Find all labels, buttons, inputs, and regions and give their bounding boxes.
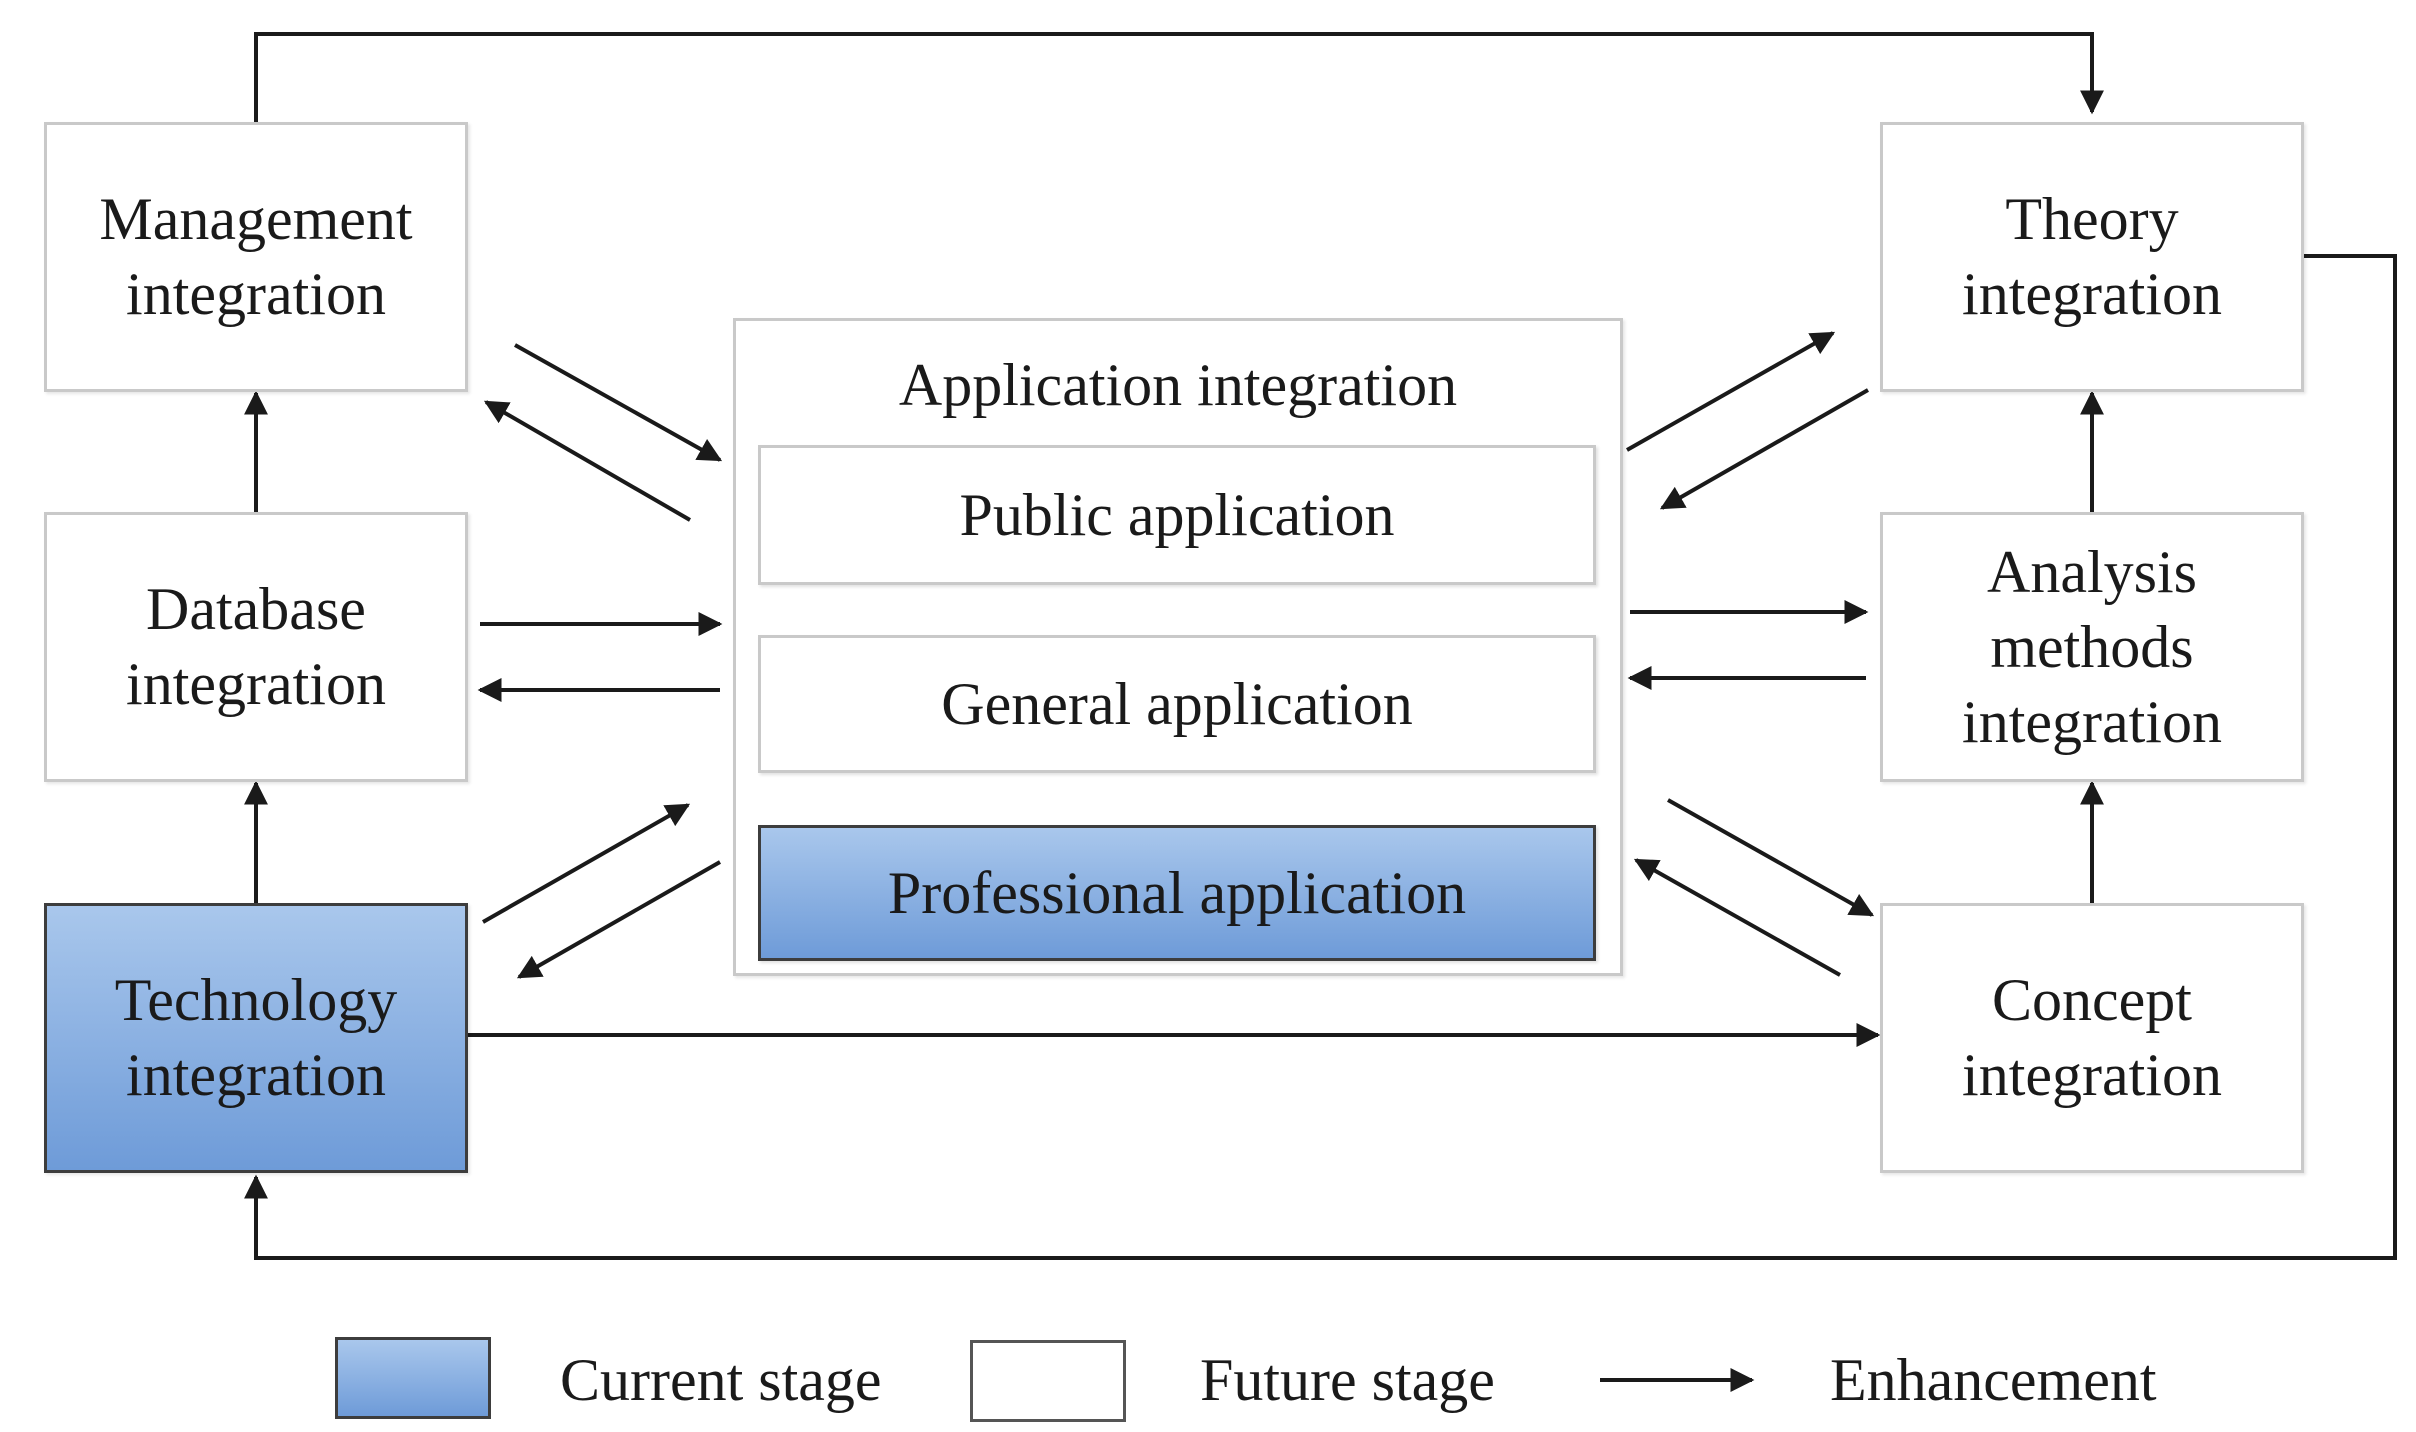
technology-integration-box: Technology integration — [44, 903, 468, 1173]
database-integration-box: Database integration — [44, 512, 468, 782]
legend-enhancement-label: Enhancement — [1830, 1347, 2157, 1413]
edge-theory-to-technology — [244, 254, 2397, 1260]
edge-application-to-theory — [1626, 331, 1836, 452]
theory-integration-box: Theory integration — [1880, 122, 2304, 392]
edge-application-to-technology — [516, 860, 721, 979]
legend-future-swatch — [970, 1340, 1126, 1422]
legend-current-swatch — [335, 1337, 491, 1419]
edge-management-to-application — [514, 343, 723, 462]
edge-management-to-theory — [254, 32, 2104, 122]
concept-integration-box: Concept integration — [1880, 903, 2304, 1173]
edge-concept-to-application — [1633, 858, 1841, 977]
edge-application-to-management — [483, 400, 692, 522]
edge-theory-to-application — [1659, 388, 1869, 510]
application-integration-title: Application integration — [898, 352, 1458, 418]
analysis-methods-integration-box: Analysis methods integration — [1880, 512, 2304, 782]
edge-technology-to-application — [482, 803, 691, 924]
general-application-box: General application — [758, 635, 1596, 773]
management-integration-box: Management integration — [44, 122, 468, 392]
legend-future-label: Future stage — [1200, 1347, 1495, 1413]
professional-application-box: Professional application — [758, 825, 1596, 961]
edge-application-to-concept — [1667, 798, 1875, 917]
legend-current-label: Current stage — [560, 1347, 882, 1413]
public-application-box: Public application — [758, 445, 1596, 585]
